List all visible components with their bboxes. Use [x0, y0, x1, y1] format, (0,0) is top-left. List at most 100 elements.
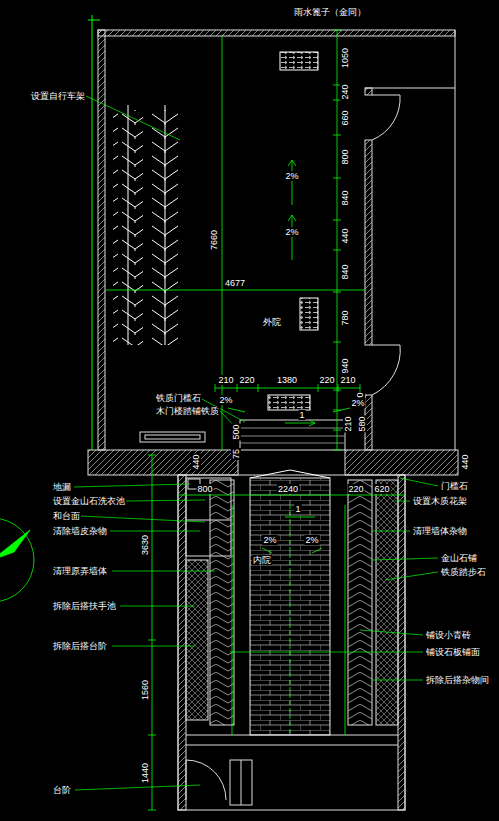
- dim-line: [152, 455, 153, 810]
- dim-ticks: [148, 455, 156, 810]
- callout-label: 木门楼踏铺铁质: [155, 406, 220, 416]
- leader-lines: [74, 96, 438, 790]
- callout-label: 2%: [262, 535, 277, 545]
- callout-label: 210: [339, 375, 356, 385]
- dimension-text: 1440: [140, 762, 150, 784]
- bench: [140, 432, 205, 442]
- dimension-text: 210: [343, 415, 353, 432]
- north-arrow: [0, 530, 30, 560]
- rack-bar: [165, 105, 166, 345]
- door-swing: [372, 345, 400, 395]
- section-outline: [178, 475, 405, 810]
- callout-label: 设置木质花架: [412, 496, 468, 506]
- dim-line: [337, 30, 338, 450]
- callout-label: 2240: [277, 484, 299, 494]
- callout-label: 铁质踏步石: [440, 567, 487, 577]
- dim-line: [178, 495, 405, 496]
- rain-grate: [300, 298, 318, 330]
- callout-label: 2%: [304, 535, 319, 545]
- dimension-text: 75: [231, 448, 241, 460]
- callout-label: 4677: [224, 278, 246, 288]
- entry-threshold: [250, 470, 330, 478]
- slope-arrows: [228, 408, 350, 553]
- dimension-text: 1050: [340, 47, 350, 69]
- dimension-text: 440: [460, 453, 470, 470]
- dimension-text: 7660: [209, 229, 219, 251]
- callout-label: 外院: [262, 317, 282, 327]
- dimension-text: 440: [340, 227, 350, 244]
- callout-label: 清除墙皮杂物: [52, 526, 108, 536]
- callout-label: 雨水篦子（金同）: [293, 7, 367, 17]
- dimension-text: 3630: [140, 534, 150, 556]
- door-swing: [186, 760, 226, 800]
- callout-label: 1: [294, 504, 301, 514]
- brick-paving: [250, 478, 330, 735]
- callout-label: 设置金山石洗衣池: [52, 496, 126, 506]
- dimension-text: 580: [357, 415, 367, 432]
- boundary-tick: [88, 20, 100, 21]
- center-line: [345, 505, 346, 735]
- dimension-text: 840: [340, 189, 350, 206]
- callout-label: 地漏: [52, 482, 72, 492]
- callout-label: 内院: [252, 555, 272, 565]
- left-wall: [98, 30, 105, 450]
- storage-box: [230, 760, 252, 805]
- callout-label: 2%: [284, 171, 299, 181]
- callout-label: 2%: [350, 398, 365, 408]
- right-wall: [365, 140, 372, 345]
- callout-label: 2%: [284, 227, 299, 237]
- callout-label: 清理墙体杂物: [412, 526, 468, 536]
- section-wall: [398, 475, 405, 810]
- callout-label: 220: [238, 375, 255, 385]
- callout-label: 铁质门槛石: [155, 393, 202, 403]
- door-swing: [372, 95, 400, 140]
- callout-label: 1: [298, 410, 305, 420]
- rain-grate: [268, 395, 310, 410]
- callout-label: 金山石铺: [440, 553, 478, 563]
- ground-band: [345, 450, 458, 475]
- boundary-line: [92, 15, 93, 450]
- callout-label: 620: [373, 484, 390, 494]
- plan-walls: [88, 15, 458, 475]
- dimension-text: 840: [340, 263, 350, 280]
- room-line: [186, 745, 398, 746]
- callout-label: 门槛石: [440, 481, 469, 491]
- callout-label: 2%: [218, 395, 233, 405]
- right-wall: [365, 88, 372, 95]
- wall-line: [365, 88, 455, 89]
- section-wall: [178, 475, 186, 810]
- callout-label: 220: [318, 375, 335, 385]
- gratings: [268, 52, 318, 410]
- callout-label: 铺设石板铺面: [425, 647, 481, 657]
- callout-label: 210: [217, 375, 234, 385]
- room-line: [186, 735, 398, 736]
- dim-line: [105, 290, 365, 291]
- dim-ticks: [215, 384, 360, 392]
- dimension-text: 800: [340, 148, 350, 165]
- callout-label: 拆除后搭杂物间: [425, 675, 490, 685]
- callout-label: 铺设小青砖: [425, 630, 472, 640]
- stone-column: [376, 480, 398, 725]
- callout-label: 拆除后搭扶手池: [52, 601, 117, 611]
- dimension-text: 660: [340, 109, 350, 126]
- callout-label: 台阶: [52, 785, 72, 795]
- herringbone-paving: [348, 480, 372, 725]
- dimension-text: 780: [340, 309, 350, 326]
- center-line: [232, 505, 233, 735]
- callout-label: 设置自行车架: [30, 91, 86, 101]
- bike-racks: [113, 105, 180, 345]
- rack-bar: [128, 105, 129, 345]
- top-wall: [98, 30, 455, 36]
- dimension-text: 500: [231, 423, 241, 440]
- callout-label: 220: [347, 484, 364, 494]
- ground-band: [88, 450, 238, 475]
- entry-step: [240, 420, 345, 450]
- callout-label: 清理原弄墙体: [52, 566, 108, 576]
- herringbone-paving: [210, 480, 234, 725]
- right-boundary: [455, 30, 456, 450]
- north-compass: [0, 518, 34, 602]
- dimension-text: 440: [191, 453, 201, 470]
- callout-label: 拆除后搭台阶: [52, 641, 108, 651]
